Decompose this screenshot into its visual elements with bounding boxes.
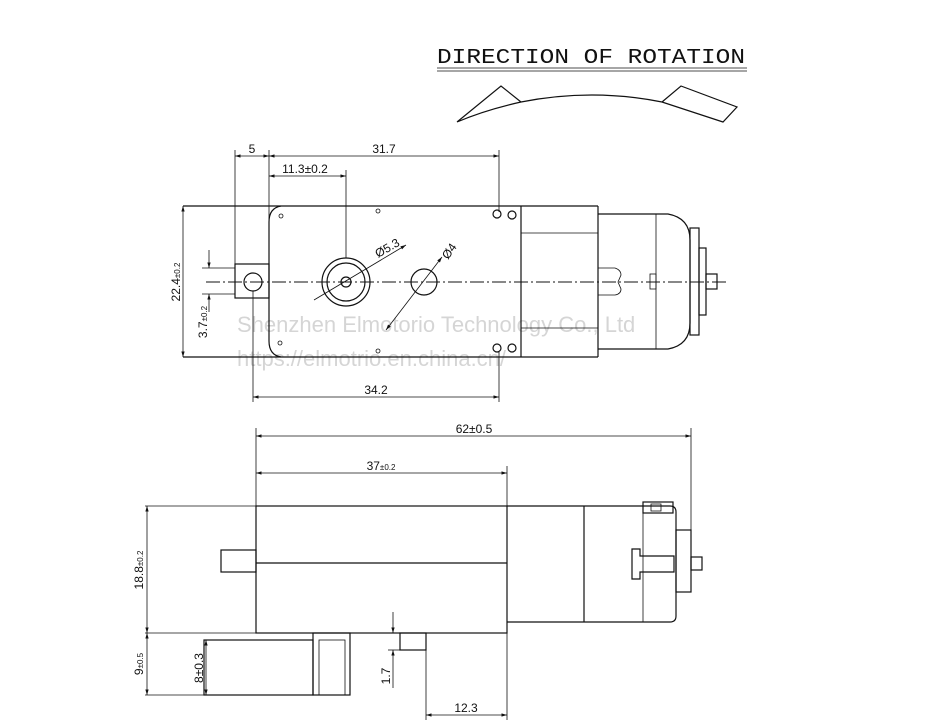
- svg-text:3.7±0.2: 3.7±0.2: [196, 305, 210, 338]
- dim-bracket-inner: 8±0.3: [192, 653, 206, 683]
- rotation-title: DIRECTION OF ROTATION: [437, 47, 745, 70]
- side-shaft: [220, 549, 257, 573]
- svg-text:18.8±0.2: 18.8±0.2: [132, 550, 146, 589]
- dim-height: 22.4: [169, 278, 183, 302]
- watermark-url: https://elmotrio.en.china.cn/: [237, 346, 507, 371]
- side-view: 62±0.5 37±0.2 18.8±0.2 9±0.5 8±0.3 1.7 1…: [132, 422, 703, 720]
- watermark-company: Shenzhen Elmotorio Technology Co., Ltd: [237, 312, 635, 337]
- dim-gearbox-length: 37: [367, 459, 381, 473]
- svg-text:37±0.2: 37±0.2: [367, 459, 396, 473]
- dim-height-tol: ±0.2: [173, 262, 182, 278]
- dim-side-height-tol: ±0.2: [136, 550, 145, 566]
- rotation-header: DIRECTION OF ROTATION: [437, 47, 747, 123]
- gearbox-body: [255, 505, 508, 634]
- dim-hole-diameter: Ø4: [439, 240, 460, 261]
- dim-shaft-to-hole: 31.7: [372, 142, 396, 156]
- rotation-arrow-icon: [456, 85, 739, 123]
- svg-text:22.4±0.2: 22.4±0.2: [169, 262, 183, 301]
- svg-text:9±0.5: 9±0.5: [132, 652, 146, 675]
- dim-side-height: 18.8: [132, 566, 146, 590]
- dim-shaft-diameter: Ø5.3: [373, 235, 403, 260]
- dim-tab: 1.7: [379, 667, 393, 684]
- dim-total-length: 62±0.5: [456, 422, 493, 436]
- dim-bracket-height-tol: ±0.5: [136, 652, 145, 668]
- dim-bracket-width: 3.7: [196, 321, 210, 338]
- dim-shaft-offset: 11.3±0.2: [282, 162, 328, 176]
- dim-bracket: 5: [249, 142, 256, 156]
- dim-tab-offset: 12.3: [454, 701, 478, 715]
- dim-bracket-height: 9: [132, 668, 146, 675]
- top-view: 5 31.7 11.3±0.2 22.4±0.2 3.7±0.2 34.2 Ø5…: [169, 142, 726, 402]
- dim-gearbox-length-tol: ±0.2: [380, 463, 396, 472]
- dim-hole-spacing: 34.2: [364, 383, 388, 397]
- dim-bracket-width-tol: ±0.2: [200, 305, 209, 321]
